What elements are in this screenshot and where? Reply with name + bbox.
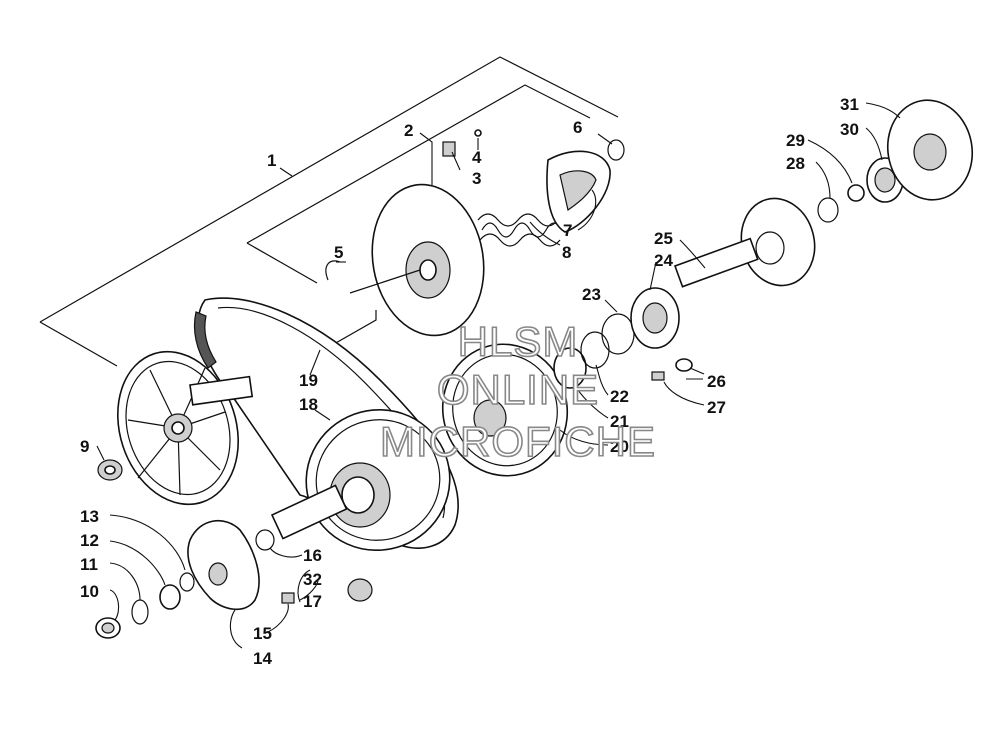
spacer-part-16 xyxy=(255,529,275,551)
clutch-part-31 xyxy=(886,99,974,201)
callout-7: 7 xyxy=(563,221,572,240)
callout-29: 29 xyxy=(786,131,805,150)
watermark: HLSM ONLINE MICROFICHE xyxy=(379,317,656,466)
pin-part-5 xyxy=(325,260,341,281)
callout-23: 23 xyxy=(582,285,601,304)
callout-3: 3 xyxy=(472,169,481,188)
callout-20: 20 xyxy=(610,437,629,456)
callout-18: 18 xyxy=(299,395,318,414)
bearing-part-12 xyxy=(159,584,181,610)
bushing-part-29 xyxy=(847,184,865,202)
driven-clutch-18 xyxy=(270,408,451,552)
callout-16: 16 xyxy=(303,546,322,565)
callout-15: 15 xyxy=(253,624,272,643)
spring-part-8 xyxy=(477,213,563,247)
callout-22: 22 xyxy=(610,387,629,406)
washer-part-13 xyxy=(179,572,195,592)
driven-clutch-20 xyxy=(441,343,569,477)
moveable-sheave xyxy=(349,183,485,337)
callout-9: 9 xyxy=(80,437,89,456)
clip-part-6 xyxy=(607,139,625,161)
ring-part-23 xyxy=(601,313,635,355)
bearing-part-24 xyxy=(630,287,680,349)
assembly-bracket-1 xyxy=(39,56,619,367)
callout-31: 31 xyxy=(840,95,859,114)
watermark-line-1: HLSM xyxy=(458,318,579,365)
watermark-line-2: ONLINE xyxy=(437,366,599,413)
drive-fixed-sheave xyxy=(117,350,254,506)
callout-21: 21 xyxy=(610,412,629,431)
screw-part-4 xyxy=(474,129,482,137)
washer-part-27 xyxy=(651,371,665,381)
callout-26: 26 xyxy=(707,372,726,391)
nut-part-9 xyxy=(97,459,123,481)
callout-10: 10 xyxy=(80,582,99,601)
callout-6: 6 xyxy=(573,118,582,137)
callout-4: 4 xyxy=(472,148,482,167)
callout-14: 14 xyxy=(253,649,272,668)
callout-13: 13 xyxy=(80,507,99,526)
watermark-line-3: MICROFICHE xyxy=(380,418,656,465)
cam-part-14 xyxy=(187,519,260,610)
seal-part-10 xyxy=(95,617,121,639)
callout-24: 24 xyxy=(654,251,673,270)
output-shaft-25 xyxy=(673,197,816,288)
callout-8: 8 xyxy=(562,243,571,262)
callout-27: 27 xyxy=(707,398,726,417)
washer-part-21 xyxy=(553,347,587,389)
callout-labels: 1 2 3 4 5 6 7 8 9 10 11 12 13 14 15 16 1… xyxy=(80,95,859,668)
callout-5: 5 xyxy=(334,243,343,262)
callout-11: 11 xyxy=(80,555,98,574)
callout-19: 19 xyxy=(299,371,318,390)
bushing-part-17 xyxy=(347,578,373,602)
bolt-part-26 xyxy=(675,358,705,375)
callout-28: 28 xyxy=(786,154,805,173)
callout-2: 2 xyxy=(404,121,413,140)
washer-part-28 xyxy=(817,197,839,223)
ring-part-22 xyxy=(580,331,610,369)
callout-25: 25 xyxy=(654,229,673,248)
callout-32: 32 xyxy=(303,570,322,589)
callout-1: 1 xyxy=(267,151,276,170)
callout-30: 30 xyxy=(840,120,859,139)
callout-17: 17 xyxy=(303,592,322,611)
slider-part-15 xyxy=(281,592,295,604)
leader-lines xyxy=(96,102,901,649)
snap-ring-part-11 xyxy=(131,599,149,625)
callout-12: 12 xyxy=(80,531,99,550)
cam-part-7 xyxy=(546,150,611,233)
